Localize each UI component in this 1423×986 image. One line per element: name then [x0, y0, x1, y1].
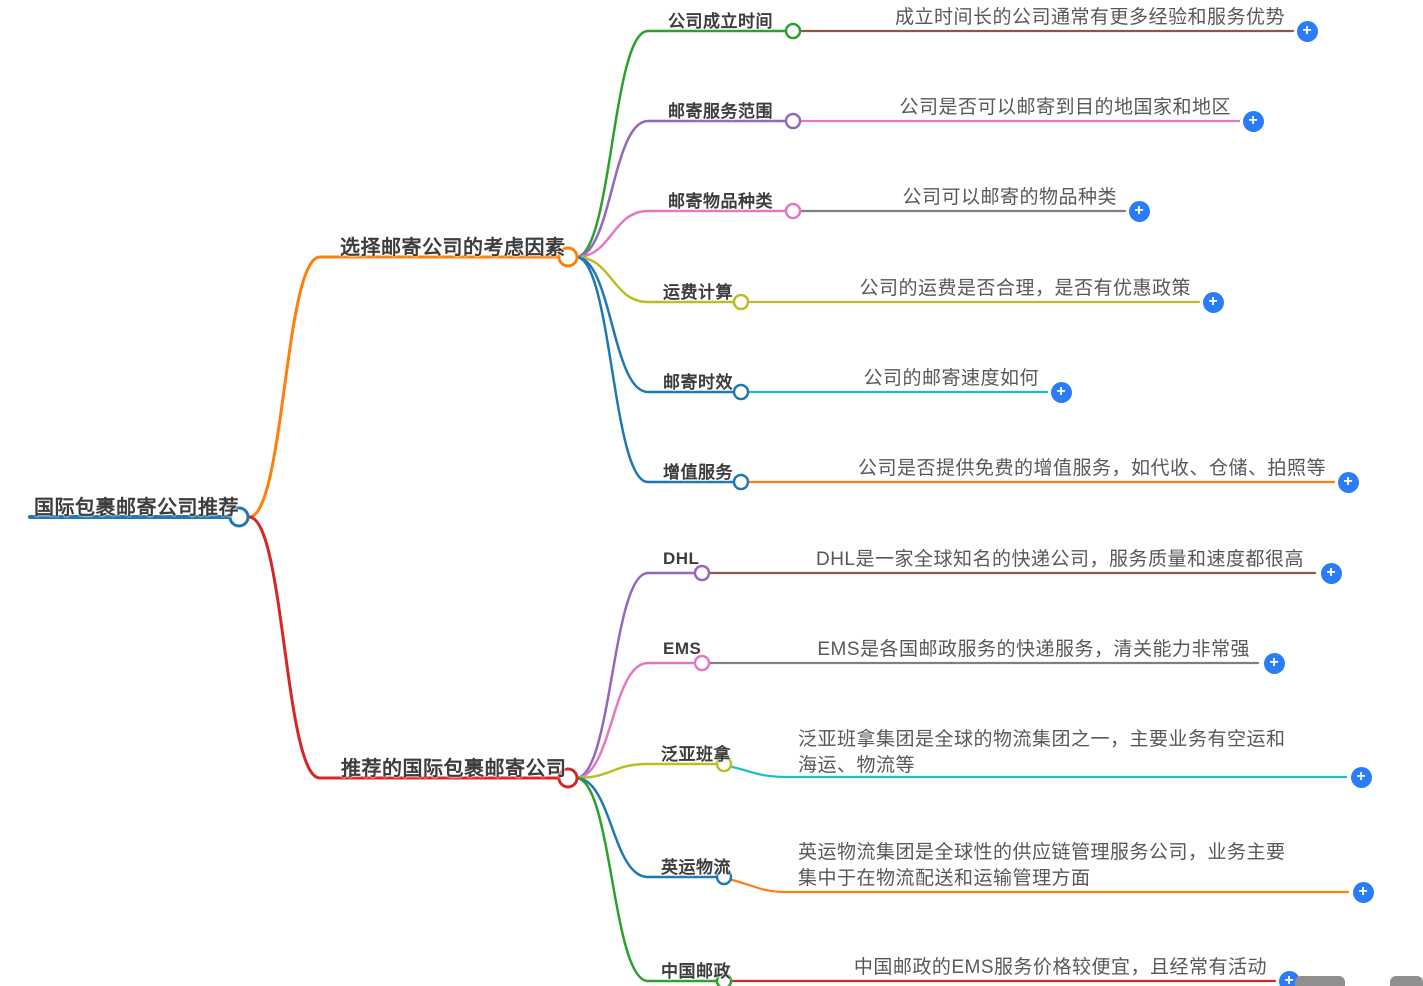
branch-1-leaf-3-desc-line	[722, 876, 1350, 894]
branch-1-edge	[247, 515, 561, 780]
branch-1-leaf-4-edge	[574, 776, 726, 983]
branch-0-leaf-0-anchor[interactable]	[784, 22, 802, 40]
branch-1-leaf-0-label[interactable]: DHL	[663, 549, 700, 568]
branch-0-leaf-4-anchor[interactable]	[732, 383, 750, 401]
branch-0-leaf-5-label[interactable]: 增值服务	[663, 463, 733, 482]
branch-0-leaf-5-anchor[interactable]	[732, 473, 750, 491]
branch-1-leaf-4-description[interactable]: 中国邮政的EMS服务价格较便宜，且经常有活动	[853, 957, 1267, 978]
branch-0-leaf-2-add-child-button[interactable]: +	[1128, 200, 1150, 222]
branch-1-anchor[interactable]	[557, 767, 579, 789]
branch-1-leaf-1-edge	[574, 661, 704, 780]
branch-0-leaf-3-edge	[574, 255, 743, 304]
branch-0-edge	[247, 255, 561, 519]
branch-1-leaf-2-anchor[interactable]	[715, 755, 733, 773]
branch-1-leaf-4-add-child-button[interactable]: +	[1278, 970, 1300, 986]
branch-0-leaf-5-edge	[574, 255, 743, 484]
branch-1-leaf-2-edge	[574, 762, 726, 780]
branch-0-leaf-3-description[interactable]: 公司的运费是否合理，是否有优惠政策	[859, 278, 1191, 299]
branch-1-leaf-1-label[interactable]: EMS	[663, 639, 702, 658]
branch-0-leaf-2-anchor[interactable]	[784, 202, 802, 220]
branch-0-leaf-4-description[interactable]: 公司的邮寄速度如何	[863, 368, 1039, 389]
toolbar-button-stub-1[interactable]	[1390, 976, 1423, 986]
branch-1-leaf-0-description[interactable]: DHL是一家全球知名的快递公司，服务质量和速度都很高	[815, 549, 1304, 570]
branch-1-leaf-2-add-child-button[interactable]: +	[1350, 766, 1372, 788]
branch-1-leaf-1-anchor[interactable]	[693, 654, 711, 672]
branch-1-leaf-0-anchor[interactable]	[693, 564, 711, 582]
branch-1-leaf-1-add-child-button[interactable]: +	[1263, 652, 1285, 674]
branch-0-leaf-1-edge	[574, 119, 795, 259]
branch-1-leaf-2-description[interactable]: 泛亚班拿集团是全球的物流集团之一，主要业务有空运和 海运、物流等	[798, 729, 1286, 776]
branch-0-leaf-4-label[interactable]: 邮寄时效	[663, 373, 733, 392]
branch-0-leaf-3-label[interactable]: 运费计算	[663, 283, 733, 302]
branch-1-leaf-0-edge	[574, 571, 704, 780]
branch-1-leaf-3-label[interactable]: 英运物流	[661, 858, 731, 877]
toolbar-button-stub-0[interactable]	[1295, 976, 1345, 986]
branch-0-anchor[interactable]	[557, 246, 579, 268]
root-node-anchor[interactable]	[228, 506, 250, 528]
branch-1-leaf-1-description[interactable]: EMS是各国邮政服务的快递服务，清关能力非常强	[817, 639, 1250, 660]
branch-0-leaf-0-label[interactable]: 公司成立时间	[668, 12, 773, 31]
branch-1-leaf-0-add-child-button[interactable]: +	[1320, 562, 1342, 584]
branch-0-leaf-2-edge	[574, 209, 795, 259]
branch-1-leaf-2-desc-line	[722, 763, 1348, 779]
branch-0-leaf-5-add-child-button[interactable]: +	[1337, 471, 1359, 493]
root-node-label[interactable]: 国际包裹邮寄公司推荐	[34, 497, 239, 519]
branch-0-leaf-1-label[interactable]: 邮寄服务范围	[668, 102, 773, 121]
branch-0-leaf-0-description[interactable]: 成立时间长的公司通常有更多经验和服务优势	[894, 7, 1285, 28]
branch-0-label[interactable]: 选择邮寄公司的考虑因素	[340, 237, 566, 259]
branch-1-label[interactable]: 推荐的国际包裹邮寄公司	[341, 758, 567, 780]
branch-1-leaf-2-label[interactable]: 泛亚班拿	[661, 745, 731, 764]
branch-0-leaf-3-add-child-button[interactable]: +	[1202, 291, 1224, 313]
branch-0-leaf-1-anchor[interactable]	[784, 112, 802, 130]
branch-1-leaf-3-anchor[interactable]	[715, 868, 733, 886]
branch-1-leaf-3-edge	[574, 776, 726, 879]
branch-0-leaf-1-add-child-button[interactable]: +	[1242, 110, 1264, 132]
branch-0-leaf-5-description[interactable]: 公司是否提供免费的增值服务，如代收、仓储、拍照等	[857, 458, 1326, 479]
branch-1-leaf-3-add-child-button[interactable]: +	[1352, 881, 1374, 903]
branch-0-leaf-3-anchor[interactable]	[732, 293, 750, 311]
branch-0-leaf-0-edge	[574, 29, 795, 259]
branch-0-leaf-4-edge	[574, 255, 743, 394]
branch-0-leaf-2-description[interactable]: 公司可以邮寄的物品种类	[902, 187, 1117, 208]
branch-0-leaf-2-label[interactable]: 邮寄物品种类	[668, 192, 773, 211]
branch-1-leaf-3-description[interactable]: 英运物流集团是全球性的供应链管理服务公司，业务主要 集中于在物流配送和运输管理方…	[798, 842, 1286, 889]
branch-0-leaf-0-add-child-button[interactable]: +	[1296, 20, 1318, 42]
branch-0-leaf-4-add-child-button[interactable]: +	[1050, 381, 1072, 403]
branch-1-leaf-4-label[interactable]: 中国邮政	[661, 962, 731, 981]
branch-0-leaf-1-description[interactable]: 公司是否可以邮寄到目的地国家和地区	[899, 97, 1231, 118]
branch-1-leaf-4-anchor[interactable]	[715, 972, 733, 986]
